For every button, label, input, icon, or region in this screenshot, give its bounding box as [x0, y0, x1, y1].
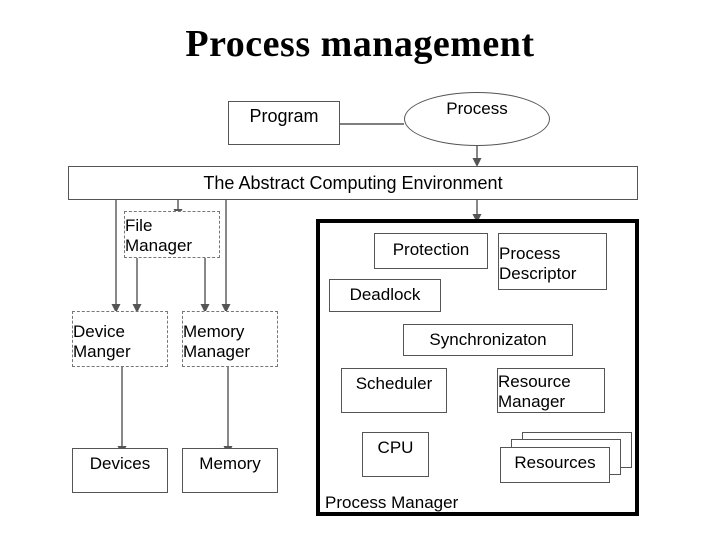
node-synchronization-label: Synchronizaton	[429, 330, 547, 349]
node-resource-manager-label-line2: Manager	[498, 392, 566, 411]
node-memory-manager-label-line1: Memory	[183, 321, 245, 341]
node-resources-label: Resources	[514, 453, 596, 472]
page-title: Process management	[185, 23, 535, 65]
node-process-descriptor[interactable]: Process Descriptor	[498, 233, 607, 290]
node-memory[interactable]: Memory	[182, 448, 278, 493]
node-abstract-computing-environment-label: The Abstract Computing Environment	[203, 172, 503, 193]
node-resources-stack-front[interactable]: Resources	[500, 447, 610, 483]
node-cpu[interactable]: CPU	[362, 432, 429, 477]
node-resource-manager[interactable]: Resource Manager	[497, 368, 605, 413]
node-devices[interactable]: Devices	[72, 448, 168, 493]
node-synchronization[interactable]: Synchronizaton	[403, 324, 573, 356]
node-device-manager[interactable]: Device Manger	[72, 311, 168, 367]
node-resource-manager-label-line1: Resource	[498, 372, 571, 391]
node-process-descriptor-label-line1: Process	[499, 244, 561, 263]
node-program-label: Program	[249, 106, 319, 126]
node-program[interactable]: Program	[228, 101, 340, 145]
node-process-label: Process	[446, 99, 508, 118]
node-resources-stack[interactable]: Resources	[500, 432, 640, 484]
node-scheduler-label: Scheduler	[355, 374, 433, 393]
node-file-manager[interactable]: File Manager	[124, 211, 220, 258]
node-cpu-label: CPU	[377, 438, 414, 457]
node-abstract-computing-environment[interactable]: The Abstract Computing Environment	[68, 166, 638, 200]
node-file-manager-label-line1: File	[125, 216, 153, 235]
node-process-descriptor-label-line2: Descriptor	[499, 264, 577, 283]
node-memory-manager-label-line2: Manager	[183, 341, 251, 361]
node-deadlock-label: Deadlock	[349, 285, 421, 304]
node-device-manager-label-line2: Manger	[73, 341, 131, 361]
node-process[interactable]: Process	[404, 92, 550, 146]
node-protection-label: Protection	[392, 240, 470, 259]
node-scheduler[interactable]: Scheduler	[341, 368, 447, 413]
node-process-manager-panel-label: Process Manager	[325, 493, 459, 512]
node-devices-label: Devices	[89, 454, 151, 473]
node-device-manager-label-line1: Device	[73, 321, 125, 341]
node-memory-manager[interactable]: Memory Manager	[182, 311, 278, 367]
node-protection[interactable]: Protection	[374, 233, 488, 269]
node-memory-label: Memory	[199, 454, 261, 473]
node-file-manager-label-line2: Manager	[125, 236, 193, 255]
node-deadlock[interactable]: Deadlock	[329, 279, 441, 312]
